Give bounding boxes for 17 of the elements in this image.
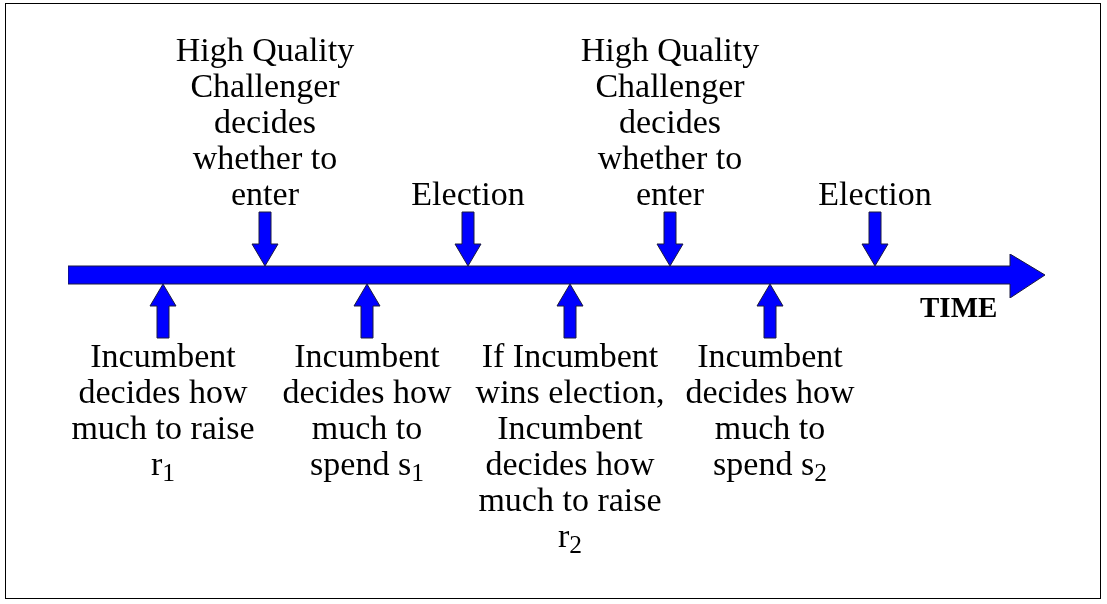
event-text: High Quality Challenger decides whether to enter	[174, 32, 356, 212]
block-arrow	[861, 211, 889, 267]
block-arrow	[656, 211, 684, 267]
axis-label: TIME	[920, 290, 998, 324]
block-arrow	[454, 211, 482, 267]
block-arrow	[251, 211, 279, 267]
event-text: If Incumbent wins election, Incumbent decides how much to raise r$_{2}$	[474, 338, 666, 554]
event-text: Election	[818, 176, 932, 212]
event-text: Election	[411, 176, 525, 212]
event-text: Incumbent decides how much to spend s$_{1}$	[282, 338, 452, 482]
block-arrow	[556, 283, 584, 339]
event-text: Incumbent decides how much to raise r$_{1}$	[70, 338, 256, 482]
event-text: Incumbent decides how much to spend s$_{2}$	[685, 338, 855, 482]
event-text: High Quality Challenger decides whether to enter	[579, 32, 761, 212]
block-arrow	[149, 283, 177, 339]
block-arrow	[756, 283, 784, 339]
block-arrow	[353, 283, 381, 339]
